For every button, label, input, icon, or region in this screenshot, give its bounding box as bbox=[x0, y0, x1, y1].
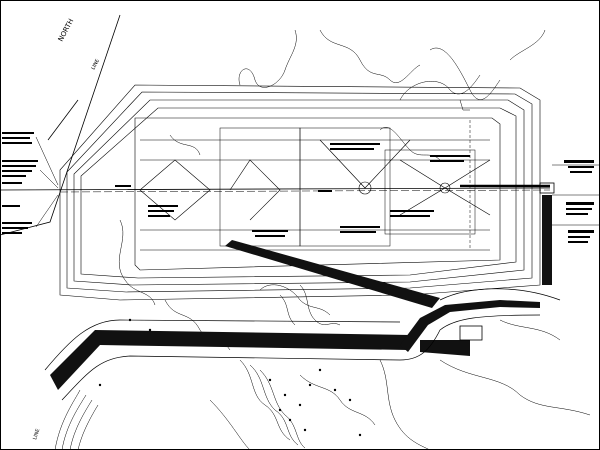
left-annotations bbox=[2, 132, 38, 234]
terrain-dots bbox=[98, 318, 362, 437]
small-building bbox=[459, 325, 483, 341]
right-annotations bbox=[564, 160, 594, 243]
line-label-bottom: LINE bbox=[32, 428, 41, 440]
right-structure bbox=[539, 164, 600, 285]
line-label-top: LINE bbox=[90, 58, 101, 71]
road-edges bbox=[44, 288, 561, 401]
cell-grid bbox=[140, 120, 490, 251]
internal-diagonals bbox=[139, 139, 491, 221]
central-axis bbox=[0, 184, 551, 193]
haul-roads bbox=[50, 240, 540, 390]
north-label: NORTH bbox=[57, 17, 76, 43]
lower-terrain bbox=[54, 284, 591, 450]
property-line-upper bbox=[0, 14, 121, 236]
interior-notes bbox=[115, 143, 470, 237]
left-leaders bbox=[35, 136, 59, 228]
